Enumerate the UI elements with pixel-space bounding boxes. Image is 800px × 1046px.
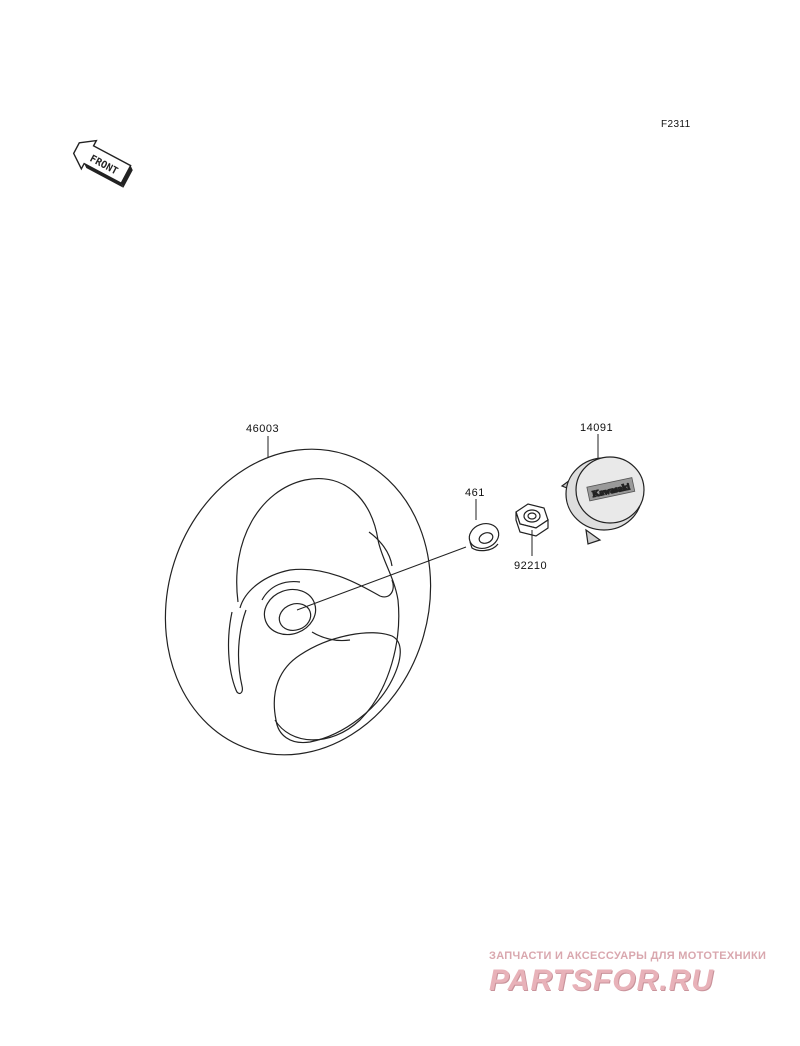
front-arrow-icon: FRONT	[72, 139, 133, 188]
assembly-axis-line	[296, 546, 467, 611]
part-label-steering-wheel: 46003	[246, 423, 279, 435]
part-label-cap: 14091	[580, 422, 613, 434]
part-label-washer: 461	[465, 487, 485, 499]
steering-wheel	[164, 448, 432, 756]
cap-part: Kawasaki	[560, 456, 645, 545]
watermark-logo: PARTSFOR.RU	[489, 964, 714, 997]
part-label-nut: 92210	[514, 560, 547, 572]
watermark-tagline: ЗАПЧАСТИ И АКСЕССУАРЫ ДЛЯ МОТОТЕХНИКИ	[489, 950, 767, 962]
figure-code: F2311	[661, 119, 691, 130]
leader-lines	[267, 434, 599, 556]
washer-part	[468, 523, 500, 552]
nut-part	[515, 503, 549, 537]
